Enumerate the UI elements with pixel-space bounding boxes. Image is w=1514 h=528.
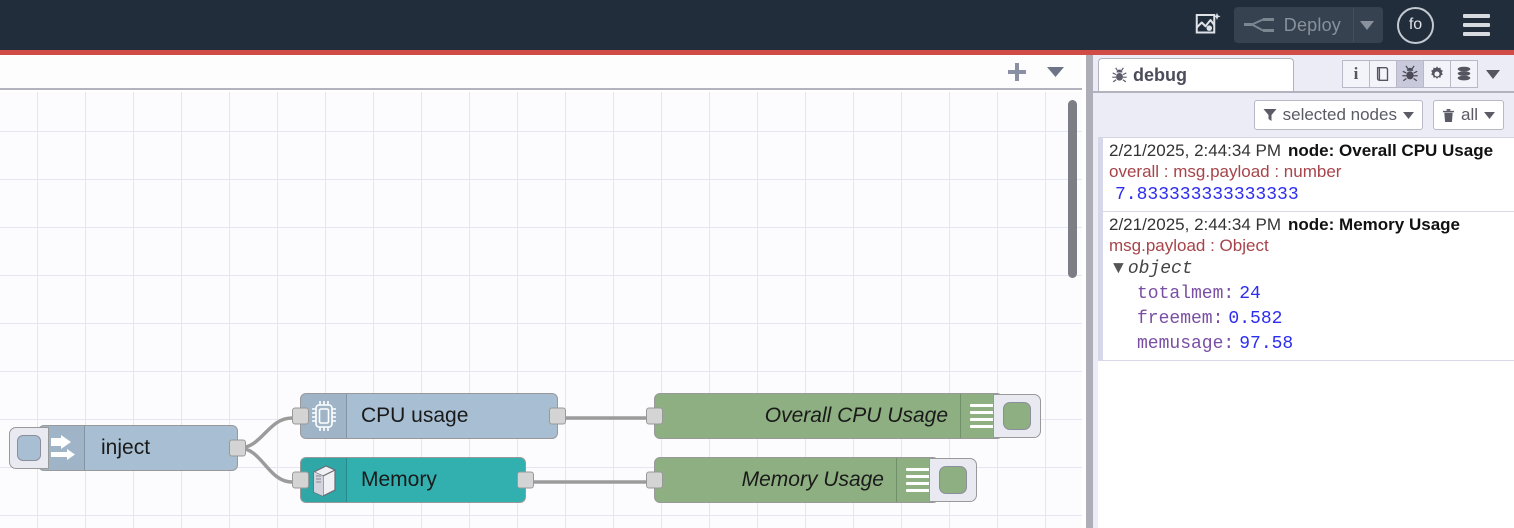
debug-object-root[interactable]: ▼object: [1109, 259, 1510, 279]
node-debug-overall-cpu-usage[interactable]: Overall CPU Usage: [646, 393, 1041, 439]
property-key: freemem:: [1137, 309, 1224, 329]
debug-source-node: node: Overall CPU Usage: [1288, 141, 1494, 160]
menu-line: [1462, 23, 1490, 27]
debug-filter-row: selected nodes all: [1093, 95, 1514, 135]
debug-clear-label: all: [1460, 105, 1478, 124]
tab-debug-label: debug: [1133, 64, 1187, 85]
debug-lines-icon: [960, 394, 1002, 438]
trash-icon: [1442, 108, 1455, 122]
node-label: Memory Usage: [741, 468, 884, 491]
flow-tab-bar: [0, 55, 1082, 90]
debug-node-filter-button[interactable]: selected nodes: [1253, 100, 1423, 130]
input-port[interactable]: [646, 407, 663, 425]
help-book-icon[interactable]: [1369, 60, 1397, 88]
debug-object-root-label: object: [1127, 259, 1193, 279]
debug-message-header: 2/21/2025, 2:44:34 PM node: Memory Usage: [1109, 215, 1510, 235]
debug-object-property: memusage:97.58: [1109, 334, 1510, 354]
property-key: memusage:: [1137, 334, 1235, 354]
avatar-initials: fo: [1408, 16, 1423, 33]
input-port[interactable]: [646, 471, 663, 489]
debug-object-property: freemem:0.582: [1109, 309, 1510, 329]
debug-timestamp: 2/21/2025, 2:44:34 PM: [1109, 215, 1282, 234]
debug-timestamp: 2/21/2025, 2:44:34 PM: [1109, 141, 1282, 160]
debug-topic: msg.payload : Object: [1109, 236, 1269, 255]
debug-node-filter-label: selected nodes: [1282, 105, 1397, 124]
debug-object-property: totalmem:24: [1109, 284, 1510, 304]
debug-enable-toggle[interactable]: [993, 394, 1041, 438]
node-memory[interactable]: Memory: [292, 457, 534, 503]
bug-icon: [1112, 67, 1127, 82]
image-sparkle-icon[interactable]: [1188, 5, 1228, 45]
debug-clear-button[interactable]: all: [1432, 100, 1504, 130]
node-inject[interactable]: inject: [9, 425, 246, 471]
menu-line: [1462, 32, 1490, 36]
sidebar-icon-group: i: [1342, 60, 1514, 91]
node-label: Memory: [361, 468, 437, 491]
input-port[interactable]: [292, 471, 309, 489]
header-accent-line: [0, 50, 1514, 55]
sidebar-tab-row: debug i: [1093, 55, 1514, 93]
top-header-bar: Deploy fo: [0, 0, 1514, 50]
user-avatar[interactable]: fo: [1397, 6, 1434, 44]
inject-trigger-button[interactable]: [9, 427, 49, 469]
node-cpu-usage[interactable]: CPU usage: [292, 393, 566, 439]
output-port[interactable]: [229, 439, 246, 457]
property-value: 24: [1239, 284, 1261, 304]
node-label: Overall CPU Usage: [764, 404, 948, 427]
deploy-button[interactable]: Deploy: [1233, 7, 1383, 43]
property-key: totalmem:: [1137, 284, 1235, 304]
node-debug-memory-usage[interactable]: Memory Usage: [646, 457, 977, 503]
menu-line: [1462, 14, 1490, 18]
deploy-dropdown-caret[interactable]: [1353, 8, 1379, 42]
funnel-icon: [1263, 109, 1277, 121]
add-flow-tab-button[interactable]: [998, 55, 1036, 89]
property-value: 0.582: [1228, 309, 1283, 329]
deploy-icon: [1243, 18, 1274, 32]
node-label: CPU usage: [361, 404, 469, 427]
debug-message-list[interactable]: 2/21/2025, 2:44:34 PM node: Overall CPU U…: [1098, 137, 1514, 528]
output-port[interactable]: [517, 471, 534, 489]
debug-message[interactable]: 2/21/2025, 2:44:34 PM node: Overall CPU U…: [1098, 138, 1514, 212]
sidebar-resize-handle[interactable]: [1086, 55, 1093, 528]
node-label: inject: [101, 436, 151, 459]
context-data-icon[interactable]: [1450, 60, 1478, 88]
expand-caret-icon[interactable]: ▼: [1113, 259, 1124, 279]
deploy-label: Deploy: [1283, 14, 1341, 35]
bug-icon[interactable]: [1396, 60, 1424, 88]
debug-lines-icon: [896, 458, 938, 502]
debug-toggle-inner: [1003, 402, 1031, 430]
chevron-down-icon: [1484, 111, 1495, 119]
debug-topic: overall : msg.payload : number: [1109, 162, 1342, 181]
flow-workspace: inject CPU usage: [0, 55, 1082, 528]
flow-tab-menu-button[interactable]: [1036, 55, 1074, 89]
sidebar-more-tabs-caret[interactable]: [1478, 60, 1508, 88]
debug-message-header: 2/21/2025, 2:44:34 PM node: Overall CPU U…: [1109, 141, 1510, 161]
cpu-chip-icon: [301, 394, 347, 438]
debug-value: 7.833333333333333: [1115, 185, 1299, 205]
chevron-down-icon: [1403, 111, 1414, 119]
debug-source-node: node: Memory Usage: [1288, 215, 1460, 234]
property-value: 97.58: [1239, 334, 1294, 354]
inject-button-inner: [17, 435, 41, 461]
right-sidebar: debug i: [1093, 55, 1514, 528]
gear-icon[interactable]: [1423, 60, 1451, 88]
canvas-vertical-scrollbar[interactable]: [1068, 100, 1077, 278]
tab-debug[interactable]: debug: [1098, 58, 1294, 91]
output-port[interactable]: [549, 407, 566, 425]
info-icon[interactable]: i: [1342, 60, 1370, 88]
flow-canvas[interactable]: inject CPU usage: [0, 92, 1082, 528]
input-port[interactable]: [292, 407, 309, 425]
hamburger-menu-icon[interactable]: [1456, 5, 1496, 45]
debug-toggle-inner: [939, 466, 967, 494]
debug-enable-toggle[interactable]: [929, 458, 977, 502]
